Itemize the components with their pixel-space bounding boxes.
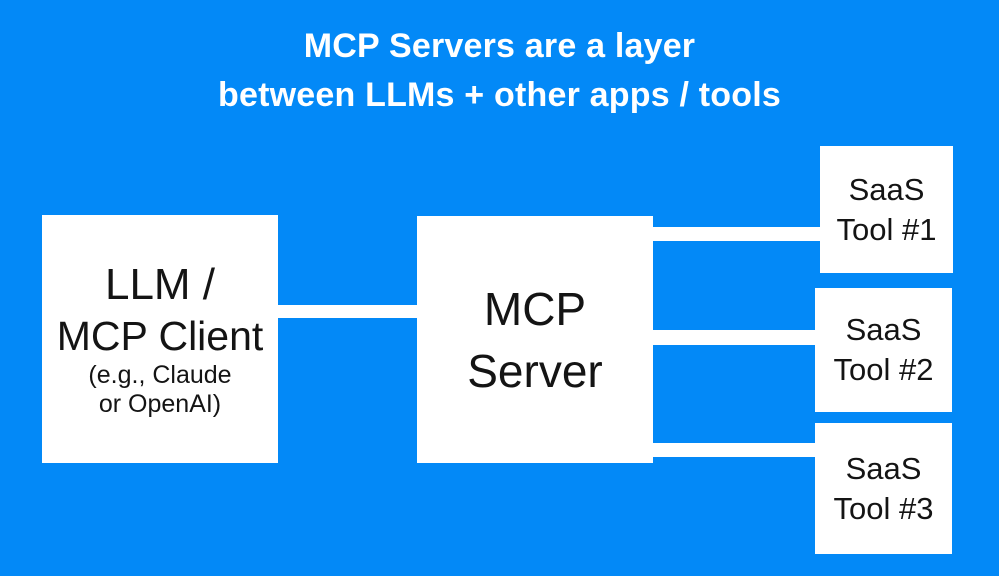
saas-tool-1-label-line1: SaaS (848, 171, 925, 207)
saas-tool-2-label-line1: SaaS (845, 312, 922, 347)
connector-llm-to-mcp-server (276, 305, 419, 318)
llm-client-label-line3: (e.g., Claude (88, 361, 232, 389)
saas-tool-3-label-line1: SaaS (845, 450, 922, 486)
connector-mcp-server-to-saas-2 (651, 330, 817, 345)
mcp-server-label-line1: MCP (483, 282, 587, 335)
node-saas-tool-1: SaaS Tool #1 (820, 146, 953, 273)
llm-client-label-line4: or OpenAI) (98, 390, 222, 418)
mcp-server-label-line2: Server (467, 344, 603, 397)
connector-mcp-server-to-saas-1 (651, 227, 822, 241)
diagram-title-line2: between LLMs + other apps / tools (218, 76, 781, 114)
node-mcp-server: MCP Server (417, 216, 653, 463)
node-llm-mcp-client: LLM / MCP Client (e.g., Claude or OpenAI… (42, 215, 278, 463)
node-saas-tool-3: SaaS Tool #3 (815, 423, 952, 554)
llm-client-label-line2: MCP Client (56, 313, 264, 359)
saas-tool-1-label-line2: Tool #1 (836, 211, 937, 247)
llm-client-label-line1: LLM / (104, 260, 216, 309)
saas-tool-2-label-line2: Tool #2 (833, 352, 934, 387)
diagram-title-line1: MCP Servers are a layer (303, 27, 696, 65)
node-saas-tool-2: SaaS Tool #2 (815, 288, 952, 412)
connector-mcp-server-to-saas-3 (651, 443, 817, 457)
diagram-title: MCP Servers are a layer between LLMs + o… (0, 22, 999, 120)
saas-tool-3-label-line2: Tool #3 (833, 490, 934, 526)
